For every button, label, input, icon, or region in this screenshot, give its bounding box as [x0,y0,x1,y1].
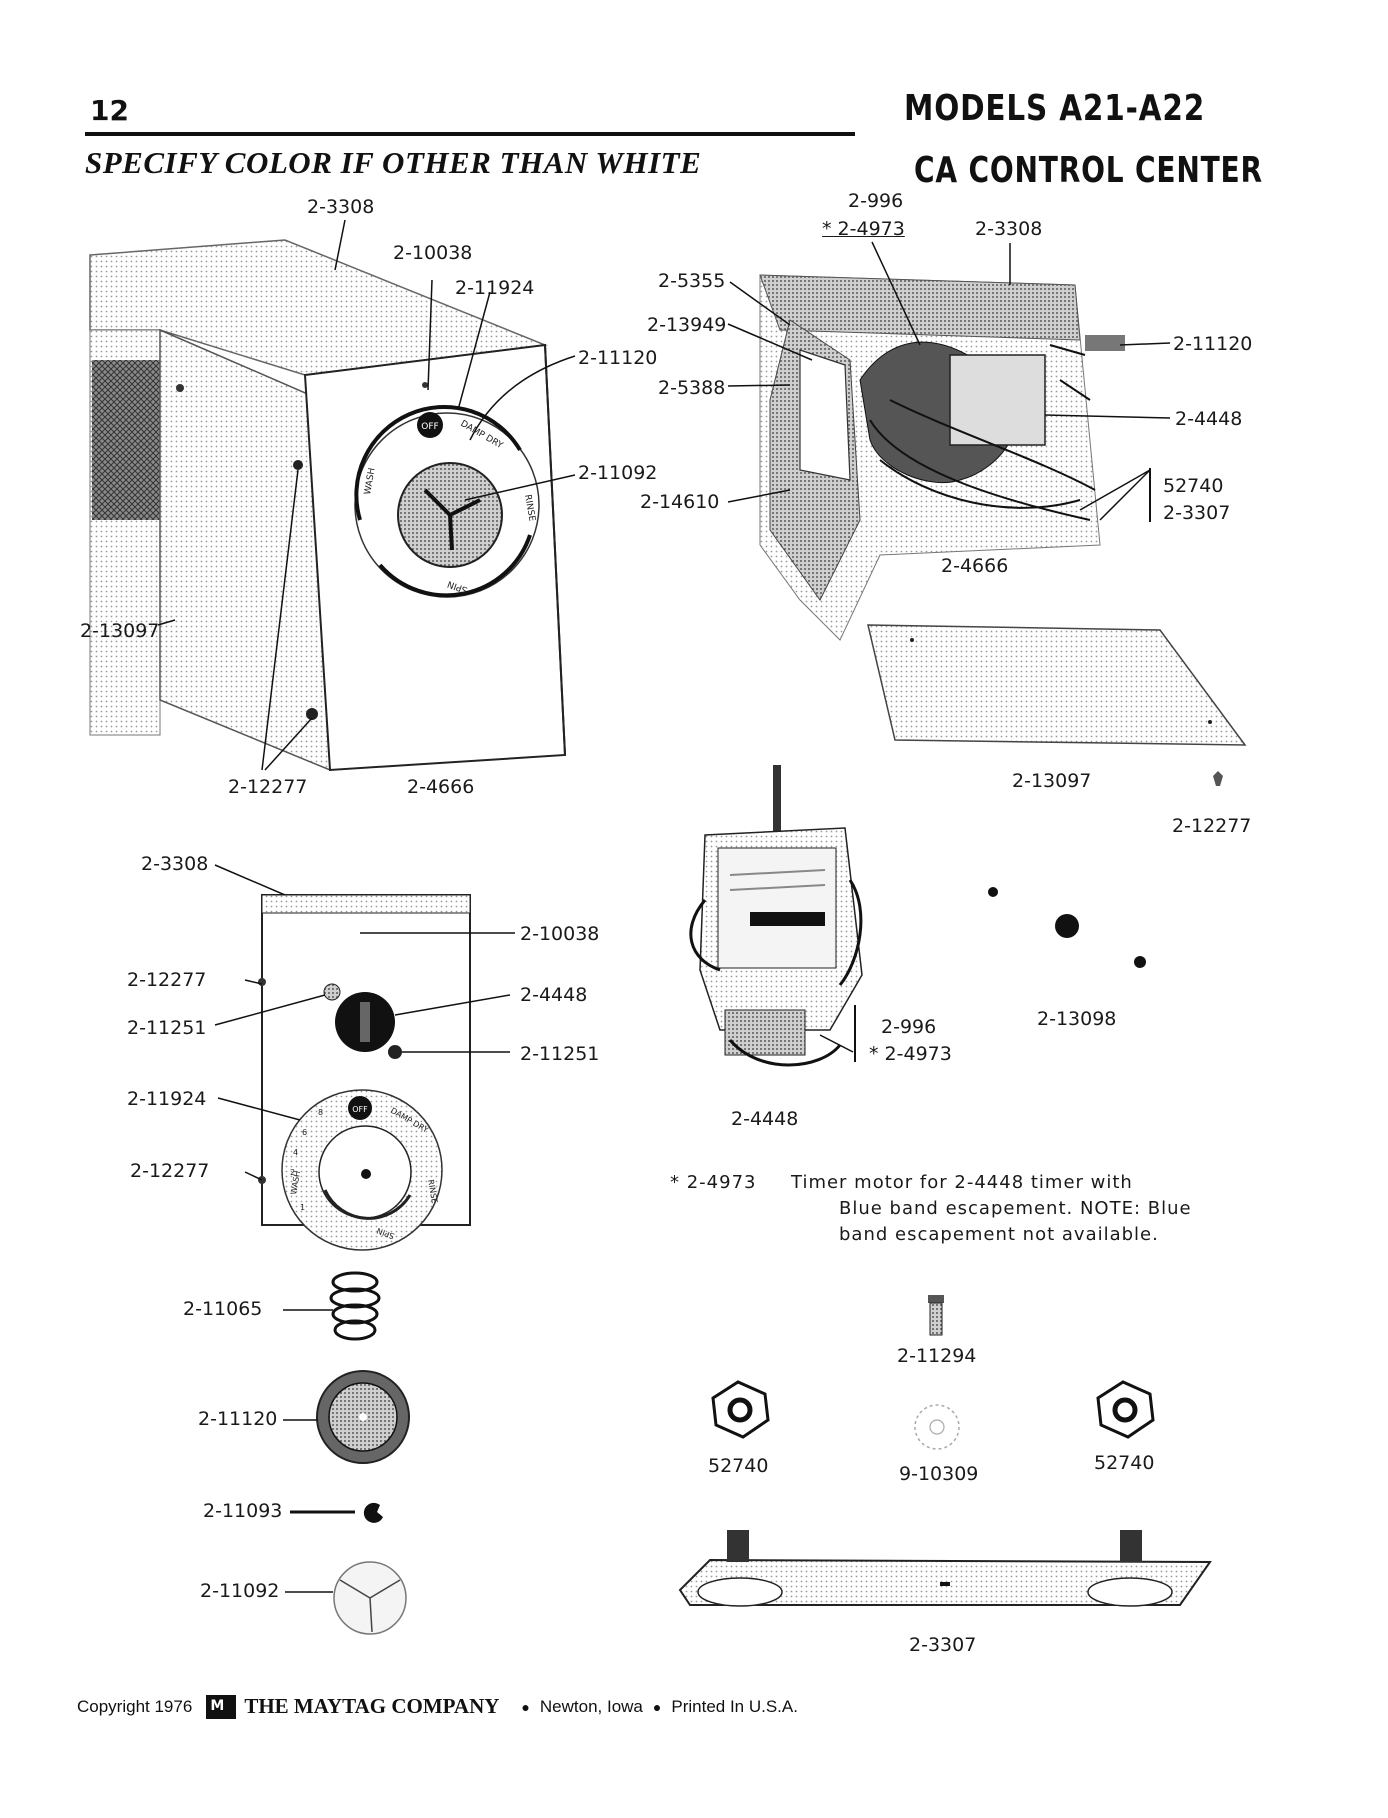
fig2-callout-2-11120: 2-11120 [1173,333,1253,355]
fig2-callout-52740: 52740 [1163,475,1224,497]
fig2-callout-2-13949: 2-13949 [647,314,727,336]
fig1-dial-wash: WASH [363,467,378,495]
fig4-dial-num-2: 2 [290,1168,295,1177]
fig7-callout-2-11120: 2-11120 [198,1408,278,1430]
header-rule [85,132,855,136]
fig8-callout-9-10309: 9-10309 [899,1463,979,1485]
fig5-callout-2-4448: 2-4448 [731,1108,799,1130]
fig4-dial-num-1: 1 [300,1203,305,1212]
front-panel-drawing: OFF DAMP DRY RINSE SPIN WASH 8 6 4 2 1 [214,864,515,1251]
page-number: 12 [90,94,129,127]
note-line-2: Blue band escapement. NOTE: Blue [839,1198,1192,1219]
fig1-dial-rinse: RINSE [522,494,537,523]
fig1-callout-2-3308: 2-3308 [307,196,375,218]
footer-copyright: Copyright 1976 [77,1696,193,1716]
section-title: CA CONTROL CENTER [914,150,1263,191]
fig4-dial-wash: WASH [289,1170,302,1195]
footer-company: THE MAYTAG COMPANY [244,1694,500,1718]
timer-drawing [689,765,863,1067]
interior-wiring-drawing [727,241,1171,641]
fig5-callout-2-996: 2-996 [881,1016,937,1038]
control-housing-drawing: OFF DAMP DRY RINSE SPIN WASH [89,219,576,772]
models-title: MODELS A21-A22 [904,88,1206,129]
fig4-dial-num-8: 8 [318,1108,323,1117]
fig4-dial-num-4: 4 [293,1148,298,1157]
fig2-callout-2-5388: 2-5388 [658,377,726,399]
fig2-callout-2-4666: 2-4666 [941,555,1009,577]
fig4-dial-rinse: RINSE [426,1179,439,1204]
fig1-callout-2-11120: 2-11120 [578,347,658,369]
fig1-dial-off: OFF [421,422,438,432]
fig4-callout-2-11251: 2-11251 [127,1017,207,1039]
fig6-callout-2-13098: 2-13098 [1037,1008,1117,1030]
fig4-dial-off: OFF [352,1105,368,1114]
fig8-callout-52740-left: 52740 [708,1455,769,1477]
fig2-callout-2-4973: * 2-4973 [822,218,905,240]
fig2-callout-2-5355: 2-5355 [658,270,726,292]
fig4-callout-2-11251-b: 2-11251 [520,1043,600,1065]
footer-printed: Printed In U.S.A. [671,1696,798,1716]
fig5-callout-2-4973: * 2-4973 [869,1043,952,1065]
hole-plugs-drawing [988,887,1146,968]
note-ref: * 2-4973 [670,1172,757,1193]
cover-panel-drawing [867,624,1247,786]
fig4-callout-2-4448: 2-4448 [520,984,588,1006]
fig2-callout-2-3307: 2-3307 [1163,502,1231,524]
fig3-callout-2-13097: 2-13097 [1012,770,1092,792]
maytag-logo-icon: M [206,1694,237,1719]
fig2-callout-2-14610: 2-14610 [640,491,720,513]
fig3-callout-2-12277: 2-12277 [1172,815,1252,837]
fig1-callout-2-4666: 2-4666 [407,776,475,798]
footer-location: Newton, Iowa [539,1696,643,1716]
fig2-callout-2-996: 2-996 [848,190,904,212]
fig4-callout-2-11924: 2-11924 [127,1088,207,1110]
note-line-3: band escapement not available. [839,1224,1159,1245]
fig8-callout-52740-right: 52740 [1094,1452,1155,1474]
fig2-callout-2-3308: 2-3308 [975,218,1043,240]
fig4-dial-num-6: 6 [302,1128,307,1137]
fig8-callout-2-11294: 2-11294 [897,1345,977,1367]
fig1-callout-2-13097: 2-13097 [80,620,160,642]
page-footer: Copyright 1976 M THE MAYTAG COMPANY ● Ne… [77,1694,798,1719]
fig2-callout-2-4448: 2-4448 [1175,408,1243,430]
fig8-callout-2-3307: 2-3307 [909,1634,977,1656]
fig4-callout-2-10038: 2-10038 [520,923,600,945]
fig4-callout-2-12277: 2-12277 [127,969,207,991]
fig1-callout-2-11924: 2-11924 [455,277,535,299]
knob-parts-drawing [283,1271,410,1635]
fig1-callout-2-12277: 2-12277 [228,776,308,798]
fig1-callout-2-11092: 2-11092 [578,462,658,484]
fig1-callout-2-10038: 2-10038 [393,242,473,264]
fig7-callout-2-11093: 2-11093 [203,1500,283,1522]
fig4-callout-2-12277-b: 2-12277 [130,1160,210,1182]
bullet-icon: ● [521,1698,530,1715]
bullet-icon: ● [652,1698,662,1715]
fig7-callout-2-11092: 2-11092 [200,1580,280,1602]
hardware-drawing [678,1295,1212,1607]
fig4-callout-2-3308: 2-3308 [141,853,209,875]
fig7-callout-2-11065: 2-11065 [183,1298,263,1320]
page-subtitle: SPECIFY COLOR IF OTHER THAN WHITE [85,145,702,180]
note-line-1: Timer motor for 2-4448 timer with [791,1172,1133,1193]
